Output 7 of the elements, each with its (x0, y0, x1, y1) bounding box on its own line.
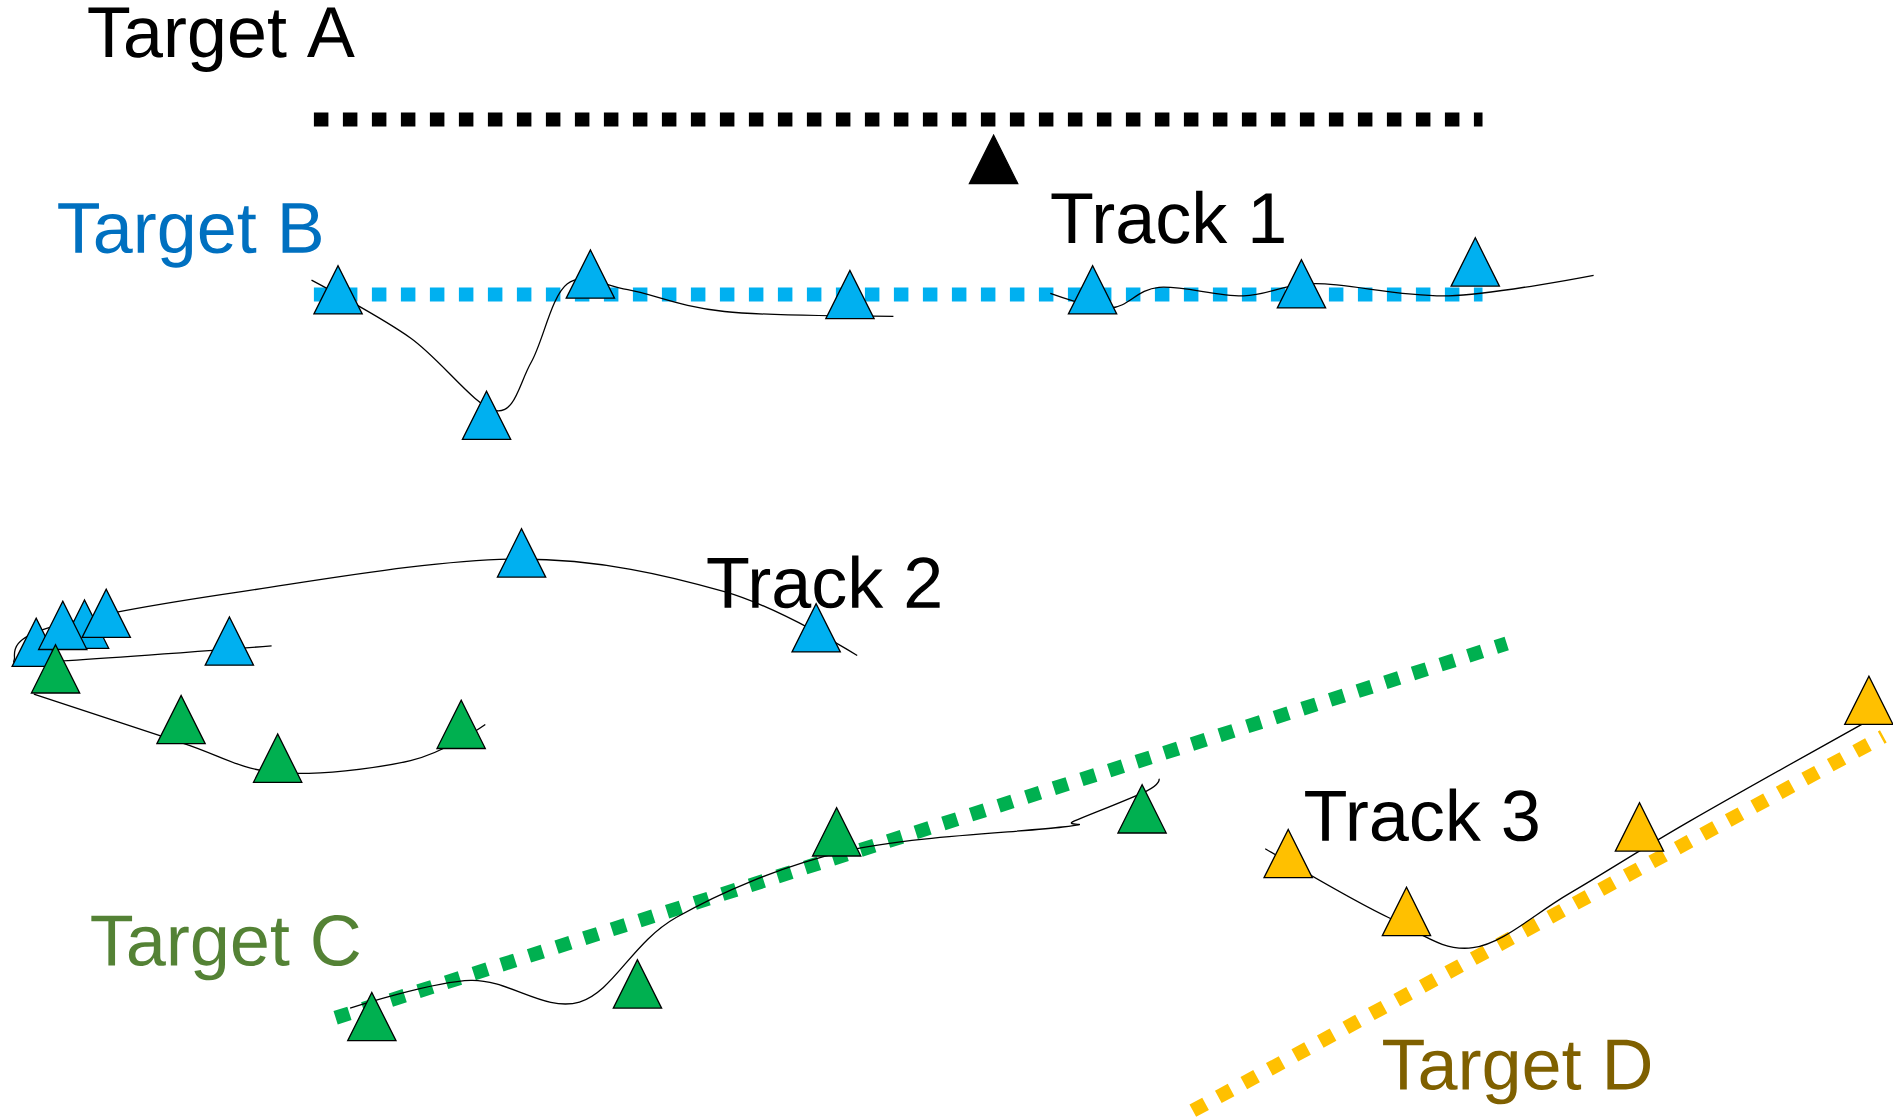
target-label: Target C (91, 915, 360, 981)
target-label: Target B (58, 203, 321, 268)
track-label: Track 3 (1305, 788, 1538, 842)
track-label: Track 1 (1051, 190, 1284, 244)
target-label: Target A (88, 7, 355, 73)
target-label: Target D (1383, 1039, 1651, 1105)
track-label: Track 2 (707, 555, 940, 609)
